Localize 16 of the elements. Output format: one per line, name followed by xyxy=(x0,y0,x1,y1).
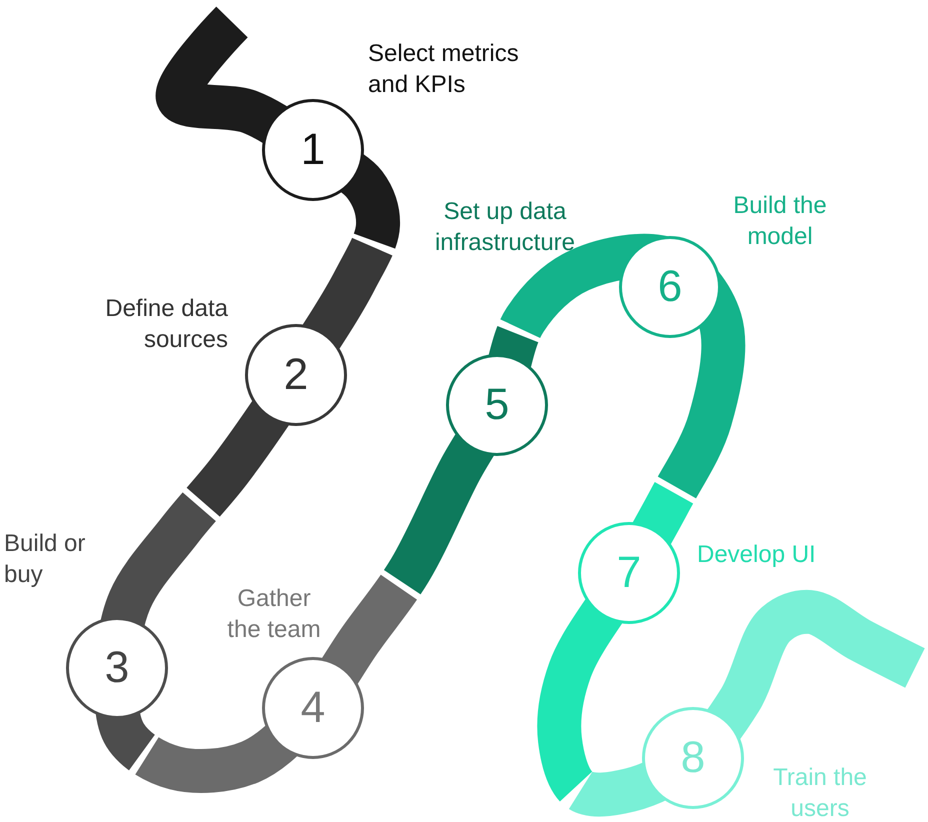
step-label: Train the users xyxy=(772,763,868,822)
step-number: 3 xyxy=(104,646,130,690)
step-number: 4 xyxy=(300,686,326,730)
step-label: Build the model xyxy=(732,191,828,252)
step-number: 1 xyxy=(300,128,326,172)
step-label: Build or buy xyxy=(4,529,86,590)
step-label: Gather the team xyxy=(226,584,322,645)
step-number: 5 xyxy=(484,383,510,427)
step-number: 7 xyxy=(616,551,642,595)
step-number: 2 xyxy=(284,353,308,397)
step-label: Set up data infrastructure xyxy=(434,197,576,258)
step-number: 6 xyxy=(658,265,682,309)
step-number: 8 xyxy=(680,736,706,780)
step-label: Develop UI xyxy=(697,540,817,570)
step-label: Select metrics and KPIs xyxy=(368,39,520,100)
step-label: Define data sources xyxy=(104,294,228,355)
